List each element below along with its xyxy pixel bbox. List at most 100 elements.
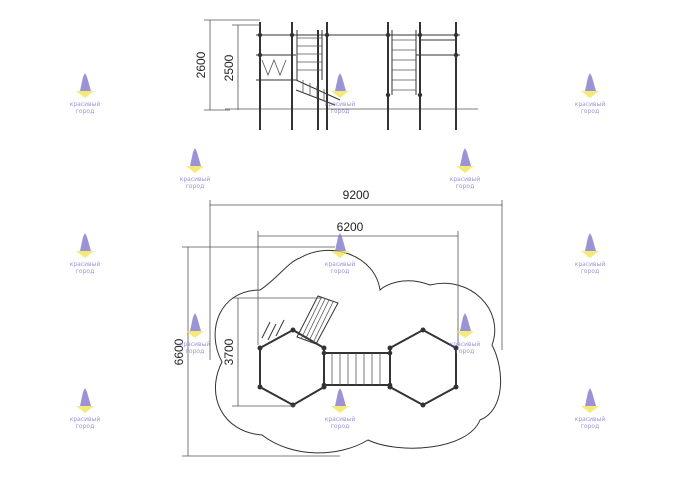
watermark-text-line1: красивый [180, 176, 211, 183]
logo-tower-shape [80, 73, 91, 91]
dimension-label-inner-depth: 3700 [222, 338, 236, 365]
plan-dimension-9200: 9200 [209, 188, 503, 360]
logo-base-shape [581, 406, 599, 413]
logo-tower-shape [335, 73, 346, 91]
logo-tower-shape [190, 148, 201, 166]
bar-arm [275, 319, 285, 337]
elevation-posts [259, 22, 457, 130]
logo-tower-shape [460, 313, 471, 331]
logo-base-shape [456, 331, 474, 338]
watermark-text-line2: город [331, 268, 349, 275]
post-node [290, 402, 296, 408]
logo-tower-shape [335, 233, 346, 251]
logo-base-shape [581, 91, 599, 98]
post-node [257, 345, 263, 351]
bolt [257, 52, 263, 58]
hexagon-frame [389, 328, 457, 407]
bolt [385, 32, 391, 38]
zigzag-bars [261, 58, 287, 77]
watermark-text-line1: красивый [180, 341, 211, 348]
bolt [453, 52, 459, 58]
post-node [387, 345, 393, 351]
logo-tower-shape [190, 313, 201, 331]
watermark-text-line1: красивый [325, 261, 356, 268]
watermark-text-line1: красивый [70, 416, 101, 423]
ladder-frame [323, 352, 391, 386]
connecting-ladder [321, 350, 393, 388]
watermark-text-line1: красивый [575, 261, 606, 268]
bench-slat [304, 298, 326, 341]
logo-tower-shape [585, 388, 596, 406]
inclined-bench [296, 295, 339, 345]
bolt [417, 92, 423, 98]
watermark-text-line1: красивый [450, 341, 481, 348]
post-node [420, 402, 426, 408]
bar-arms [261, 319, 285, 341]
bar-arm [267, 323, 277, 341]
watermark-text-line1: красивый [575, 101, 606, 108]
safety-zone-outline [214, 249, 502, 454]
hexagon-frame [259, 328, 325, 407]
bench-slat [312, 301, 334, 344]
logo-tower-shape [80, 388, 91, 406]
watermark-layer: красивыйгородкрасивыйгородкрасивыйгородк… [70, 73, 606, 430]
dimension-label-platform-height: 2500 [222, 54, 236, 81]
elevation-dimension-2600: 2600 [194, 19, 260, 111]
watermark-text-line2: город [581, 423, 599, 430]
logo-tower-shape [585, 73, 596, 91]
elevation-ladder-left [296, 30, 323, 80]
watermark-text-line1: красивый [70, 101, 101, 108]
logo-base-shape [186, 166, 204, 173]
plan-dimension-6600: 6600 [172, 246, 340, 457]
dimension-label-overall-width: 9200 [343, 188, 370, 202]
post-node [453, 345, 459, 351]
logo-base-shape [331, 406, 349, 413]
stair-rail [295, 89, 336, 106]
watermark-text-line2: город [331, 423, 349, 430]
watermark-text-line1: красивый [325, 101, 356, 108]
bolt [453, 32, 459, 38]
logo-base-shape [331, 91, 349, 98]
watermark-text-line2: город [456, 348, 474, 355]
post-node [257, 384, 263, 390]
watermark-text-line2: город [186, 348, 204, 355]
post-node [420, 327, 426, 333]
bench-outline [296, 295, 339, 345]
dimension-label-inner-width: 6200 [337, 220, 364, 234]
watermark-text-line2: город [76, 268, 94, 275]
elevation-ladder-right [391, 30, 417, 95]
elevation-incline-stairs [295, 79, 341, 106]
logo-base-shape [186, 331, 204, 338]
logo-base-shape [76, 251, 94, 258]
post-node [321, 345, 327, 351]
logo-base-shape [76, 406, 94, 413]
watermark-text-line1: красивый [70, 261, 101, 268]
watermark-text-line2: город [581, 108, 599, 115]
watermark-text-line2: город [331, 108, 349, 115]
watermark-text-line2: город [76, 108, 94, 115]
bench-slat [308, 299, 330, 342]
dimension-label-overall-height: 2600 [194, 51, 208, 78]
elevation-crossbars [256, 34, 460, 81]
bolt [417, 32, 423, 38]
plan-dimension-3700: 3700 [222, 297, 322, 407]
dimension-label-overall-depth: 6600 [172, 338, 186, 365]
watermark-text-line1: красивый [325, 416, 356, 423]
post-node [321, 350, 327, 356]
elevation-dimension-2500: 2500 [222, 24, 260, 110]
logo-tower-shape [460, 148, 471, 166]
logo-base-shape [76, 91, 94, 98]
bench-slat [300, 297, 322, 340]
bar-arm [261, 321, 271, 339]
